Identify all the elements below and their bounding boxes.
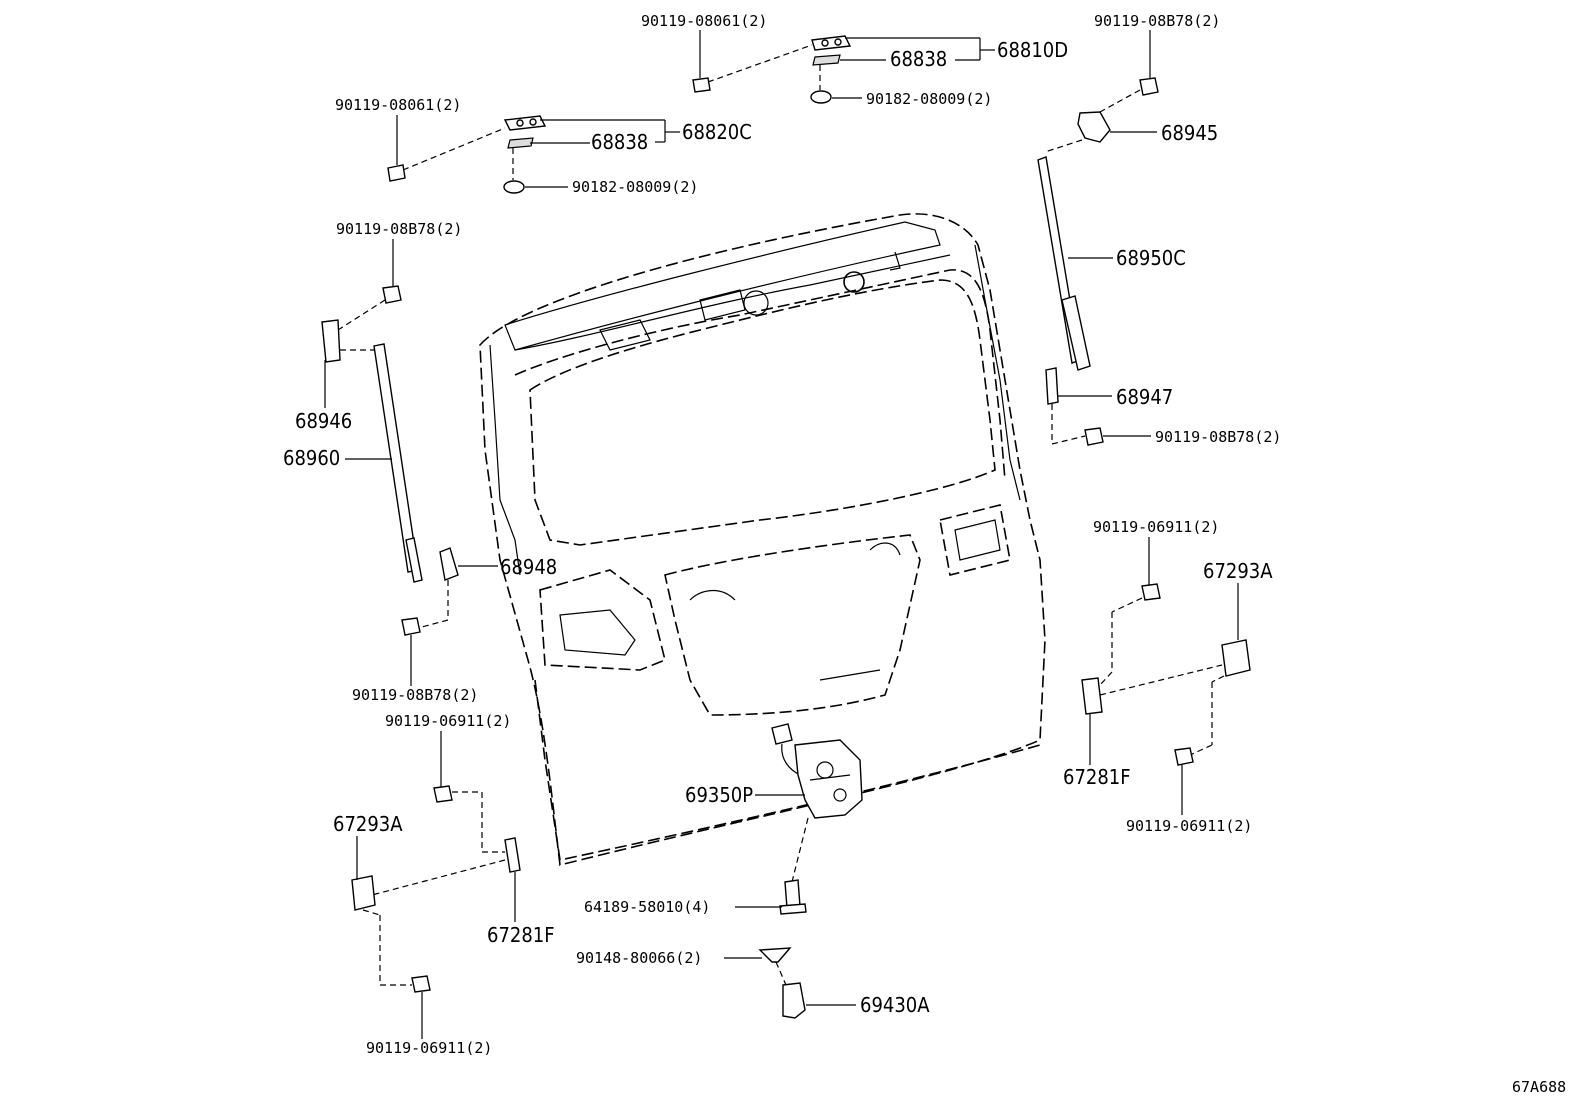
hinge-left-assembly <box>387 115 680 194</box>
label-bumper-right: 67281F <box>1063 765 1131 789</box>
label-hinge-assy-right: 68810D <box>997 38 1068 62</box>
label-bolt-bumper-lower-left: 90119-06911(2) <box>366 1039 492 1057</box>
label-bracket-lower-right: 68947 <box>1116 385 1173 409</box>
label-bracket-lower-left: 68948 <box>500 555 557 579</box>
label-lock-assy: 69350P <box>685 783 753 807</box>
label-bracket-upper-right: 68945 <box>1161 121 1218 145</box>
label-bolt-bumper-upper-right: 90119-06911(2) <box>1093 518 1219 536</box>
label-bumper-stop-right: 67293A <box>1203 559 1273 583</box>
left-bumper-assembly <box>351 731 521 1039</box>
label-bolt-bumper-upper-left: 90119-06911(2) <box>385 712 511 730</box>
label-nut-hinge-right: 90182-08009(2) <box>866 90 992 108</box>
label-bolt-bracket-lower-right: 90119-08B78(2) <box>1155 428 1281 446</box>
label-bracket-upper-left: 68946 <box>295 409 352 433</box>
label-hinge-left: 68838 <box>591 130 648 154</box>
label-strut-left: 68960 <box>283 446 340 470</box>
label-bolt-bracket-lower-left: 90119-08B78(2) <box>352 686 478 704</box>
label-nut-hinge-left: 90182-08009(2) <box>572 178 698 196</box>
label-bolt-bracket-upper-right: 90119-08B78(2) <box>1094 12 1220 30</box>
label-bolt-hinge-left: 90119-08061(2) <box>335 96 461 114</box>
label-bumper-left: 67281F <box>487 923 555 947</box>
label-hinge-assy-left: 68820C <box>682 120 752 144</box>
label-bolt-hinge-right: 90119-08061(2) <box>641 12 767 30</box>
label-hinge-right: 68838 <box>890 47 947 71</box>
label-striker: 69430A <box>860 993 930 1017</box>
label-bumper-stop-left: 67293A <box>333 812 403 836</box>
label-lock-bolt: 64189-58010(4) <box>584 898 710 916</box>
right-strut-assembly <box>1037 30 1159 446</box>
diagram-code: 67A688 <box>1512 1078 1566 1096</box>
back-door-panel <box>479 213 1046 866</box>
right-bumper-assembly <box>1081 537 1251 815</box>
label-bolt-bracket-upper-left: 90119-08B78(2) <box>336 220 462 238</box>
lock-assembly <box>724 723 863 1019</box>
label-striker-screw: 90148-80066(2) <box>576 949 702 967</box>
hinge-right-assembly <box>692 30 995 104</box>
label-strut-right: 68950C <box>1116 246 1186 270</box>
left-strut-assembly <box>321 239 498 686</box>
label-bolt-bumper-lower-right: 90119-06911(2) <box>1126 817 1252 835</box>
